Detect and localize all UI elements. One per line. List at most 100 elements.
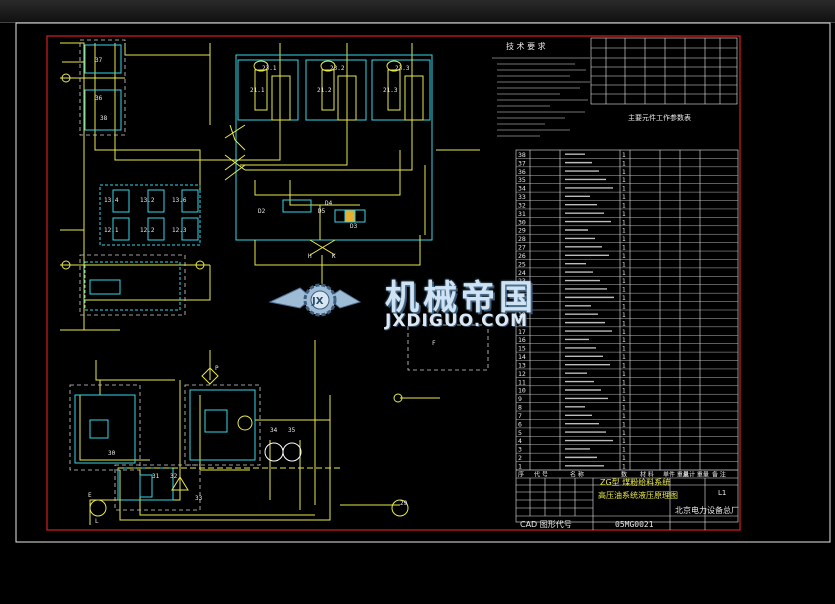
bom-row-number: 26: [518, 252, 526, 260]
bom-header-label: 代 号: [534, 471, 548, 479]
bom-row-qty: 1: [622, 447, 626, 454]
component-label: P: [215, 365, 219, 372]
component-label: 34: [270, 427, 278, 434]
component-label: F: [432, 340, 436, 347]
bom-row-qty: 1: [622, 228, 626, 235]
bom-row-qty: 1: [622, 405, 626, 412]
bom-row-number: 20: [518, 303, 526, 311]
component-label: D5: [318, 208, 326, 215]
bom-row-number: 27: [518, 244, 526, 252]
component-label: 23.3: [395, 65, 410, 72]
bom-row-number: 15: [518, 345, 526, 353]
bom-row-qty: 1: [622, 194, 626, 201]
bom-row-number: 35: [518, 176, 526, 184]
cad-drawing-canvas: 技 术 要 求 主要元件工作参数表: [15, 22, 831, 543]
component-label: 13.2: [140, 197, 155, 204]
component-label: 38: [100, 115, 108, 122]
bom-row-qty: 1: [622, 362, 626, 369]
bom-row-qty: 1: [622, 160, 626, 167]
component-label: 35: [288, 427, 296, 434]
bom-row-qty: 1: [622, 396, 626, 403]
bom-row-qty: 1: [622, 312, 626, 319]
bom-row-qty: 1: [622, 329, 626, 336]
bom-row-number: 29: [518, 227, 526, 235]
component-label: E: [88, 492, 92, 499]
bom-row-number: 16: [518, 336, 526, 344]
bom-header-label: 单件 重量: [663, 471, 689, 479]
watermark-logo-letters: JX: [311, 296, 324, 307]
component-label: D4: [325, 200, 333, 207]
bom-row-qty: 1: [622, 464, 626, 471]
application-top-bar: [0, 0, 835, 23]
bom-row-number: 18: [518, 319, 526, 327]
bom-row-qty: 1: [622, 438, 626, 445]
parameter-table-title: 主要元件工作参数表: [628, 113, 691, 122]
bom-row-qty: 1: [622, 320, 626, 327]
component-label: 36: [95, 95, 103, 102]
bom-row-number: 25: [518, 260, 526, 268]
bom-row-qty: 1: [622, 253, 626, 260]
bom-row-qty: 1: [622, 177, 626, 184]
parameter-table: [590, 37, 738, 105]
bom-table-grid: [515, 149, 739, 523]
bom-header-label: 备 注: [712, 471, 726, 479]
bom-row-number: 33: [518, 193, 526, 201]
bom-row-number: 24: [518, 269, 526, 277]
bom-row-number: 5: [518, 429, 522, 437]
bom-row-number: 30: [518, 218, 526, 226]
drawing-border: [46, 35, 741, 531]
bom-row-number: 2: [518, 454, 522, 462]
sheet-outer-frame: [15, 22, 831, 543]
bom-row-qty: 1: [622, 354, 626, 361]
drawing-title-line1: ZG型 煤粉给料系统: [600, 477, 670, 487]
dashed-group-frames: [69, 39, 489, 511]
bom-row-qty: 1: [622, 169, 626, 176]
bom-row-number: 21: [518, 294, 526, 302]
component-label: 13.6: [172, 197, 187, 204]
component-label: 12.3: [172, 227, 187, 234]
bom-row-number: 4: [518, 437, 522, 445]
bom-header-label: 材 料: [640, 471, 654, 479]
accumulator-assemblies: [230, 43, 433, 241]
component-label: 32: [170, 473, 178, 480]
bom-row-number: 12: [518, 370, 526, 378]
component-label: D3: [350, 223, 358, 230]
bom-row-number: 1: [518, 463, 522, 471]
bom-row-qty: 1: [622, 388, 626, 395]
bom-row-qty: 1: [622, 152, 626, 159]
bom-row-qty: 1: [622, 186, 626, 193]
component-label: H: [308, 253, 312, 260]
bom-row-qty: 1: [622, 219, 626, 226]
bom-row-qty: 1: [622, 455, 626, 462]
component-label: 30: [108, 450, 116, 457]
component-label: 12.2: [140, 227, 155, 234]
watermark-text-cn: 机械帝国: [385, 278, 537, 318]
left-component-blocks: [74, 44, 256, 501]
component-label: D2: [258, 208, 266, 215]
bom-row-qty: 1: [622, 287, 626, 294]
bom-row-qty: 1: [622, 413, 626, 420]
bom-row-number: 22: [518, 286, 526, 294]
component-label: 23.2: [330, 65, 345, 72]
drawing-number: 05MG0021: [615, 520, 654, 529]
cad-label: CAD 图形代号: [520, 519, 572, 529]
pumps-and-motors: [61, 73, 409, 517]
bom-row-number: 8: [518, 404, 522, 412]
bom-row-number: 23: [518, 277, 526, 285]
bom-row-number: 14: [518, 353, 526, 361]
sheet-label: L1: [718, 489, 726, 497]
bom-header-label: 总计 重量: [683, 471, 709, 479]
bom-row-qty: 1: [622, 337, 626, 344]
bom-row-number: 31: [518, 210, 526, 218]
bom-header-labels: 序代 号名 称数材 料单件 重量总计 重量备 注: [518, 471, 726, 479]
bom-row-qty: 1: [622, 245, 626, 252]
component-label: 31: [152, 473, 160, 480]
watermark-text-en: JXDIGUO.COM: [385, 311, 529, 331]
bom-row-qty: 1: [622, 211, 626, 218]
component-label: 33: [195, 495, 203, 502]
component-label: L: [95, 518, 99, 525]
center-valves: [282, 199, 366, 223]
component-label: 21.1: [250, 87, 265, 94]
bom-row-qty: 1: [622, 379, 626, 386]
bom-row-number: 38: [518, 151, 526, 159]
